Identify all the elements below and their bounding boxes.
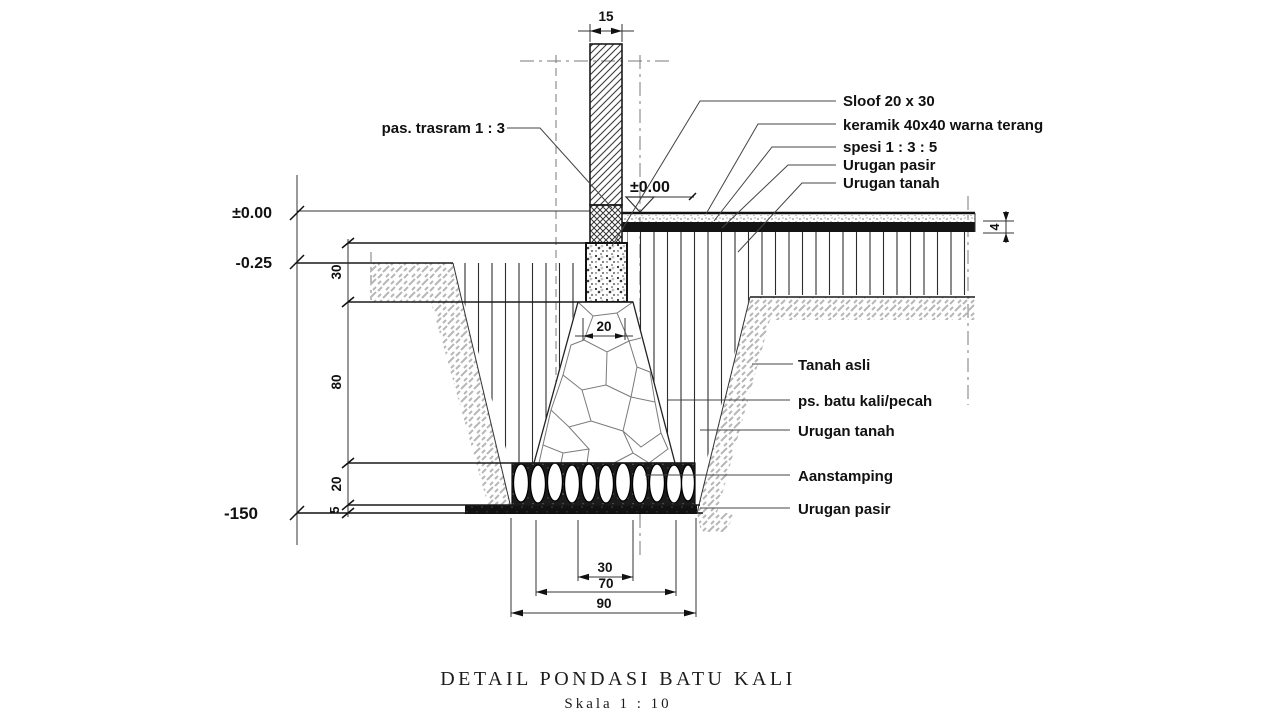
callout-labels: pas. trasram 1 : 3 Sloof 20 x 30 keramik… — [382, 93, 1044, 518]
wall-width-dimension: 15 — [578, 9, 634, 42]
floor-layers — [297, 210, 976, 232]
level-floor-mid: ±0.00 — [630, 179, 670, 196]
level-base-left: -150 — [224, 504, 258, 523]
dim-sloof-height: 30 — [329, 264, 344, 279]
urugan-tanah-right — [627, 232, 975, 463]
tanah-asli-right — [697, 297, 975, 513]
sloof-beam — [585, 242, 628, 303]
foundation-top-dimension: 20 — [575, 318, 633, 340]
natural-soil-hatch — [370, 263, 975, 532]
label-tanah-asli: Tanah asli — [798, 357, 870, 374]
rubble-stones — [538, 301, 669, 464]
spesi-layer — [622, 215, 975, 222]
level-column: ±0.00 -0.25 -150 — [224, 175, 305, 545]
dim-sand-height: 5 — [328, 506, 342, 513]
dim-wall-width: 15 — [598, 9, 614, 24]
bottom-dimensions: 30 70 90 — [510, 518, 697, 617]
backfill-hatch — [452, 232, 975, 514]
wall — [589, 43, 623, 244]
leader-lines — [507, 100, 836, 509]
aanstamping-layer — [465, 462, 697, 514]
tanah-asli-right-toe — [697, 513, 737, 532]
aanstamping-stones — [512, 462, 696, 504]
floor-level-marker: ±0.00 — [624, 179, 697, 213]
drawing-scale: Skala 1 : 10 — [564, 696, 671, 712]
dim-bottom-outer: 90 — [596, 596, 611, 611]
dim-foundation-top: 20 — [596, 319, 611, 334]
label-urugan-tanah-top: Urugan tanah — [843, 175, 940, 192]
label-urugan-pasir-mid: Urugan pasir — [798, 501, 891, 518]
dim-floor-package: 4 — [988, 223, 1002, 230]
dim-bottom-inner: 30 — [597, 560, 612, 575]
drawing-title: DETAIL PONDASI BATU KALI — [440, 668, 796, 690]
label-urugan-pasir-top: Urugan pasir — [843, 157, 936, 174]
level-floor-left: ±0.00 — [232, 205, 272, 222]
label-spesi: spesi 1 : 3 : 5 — [843, 139, 937, 156]
urugan-tanah-left — [453, 263, 586, 463]
label-trasram: pas. trasram 1 : 3 — [382, 120, 505, 137]
label-sloof: Sloof 20 x 30 — [843, 93, 935, 110]
label-urugan-tanah-mid: Urugan tanah — [798, 423, 895, 440]
label-aanstamping: Aanstamping — [798, 468, 893, 485]
tanah-asli-left — [370, 263, 510, 505]
title-block: DETAIL PONDASI BATU KALI Skala 1 : 10 — [440, 668, 796, 712]
level-ground-left: -0.25 — [236, 255, 273, 272]
dim-aanstamping-height: 20 — [329, 476, 344, 491]
floor-thickness-dimension: 4 — [983, 211, 1014, 243]
urugan-pasir-bed — [465, 505, 697, 514]
boundary-lines — [297, 242, 975, 514]
urugan-pasir-layer-floor — [622, 222, 975, 232]
label-keramik: keramik 40x40 warna terang — [843, 117, 1043, 134]
label-batu-kali: ps. batu kali/pecah — [798, 393, 932, 410]
dim-bottom-mid: 70 — [598, 576, 613, 591]
vertical-dimension-chain: 30 80 20 5 — [328, 237, 355, 519]
brick-wall-hatch — [589, 43, 623, 206]
level-triangle-icon — [624, 196, 656, 213]
dim-foundation-height: 80 — [329, 374, 344, 389]
trasram-hatch — [589, 204, 623, 244]
